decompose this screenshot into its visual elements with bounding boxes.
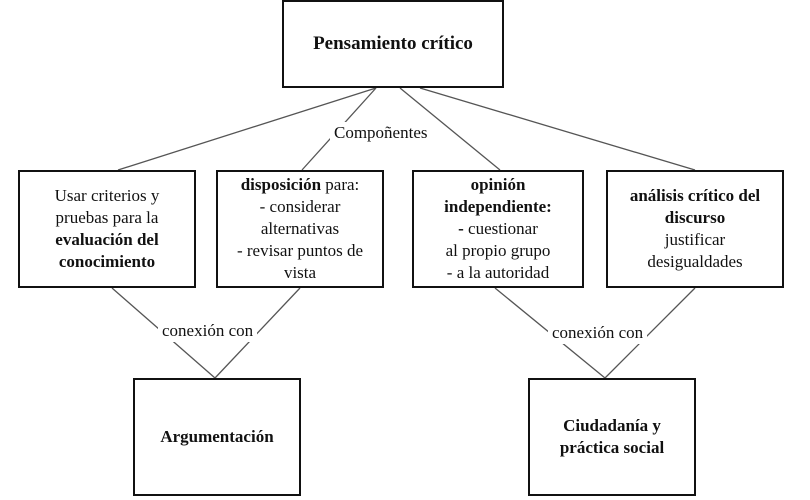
component-box-opinion: opinión independiente: - cuestionar al p… bbox=[412, 170, 584, 288]
c2-rest: para: bbox=[321, 175, 360, 194]
c3-line1: opinión bbox=[470, 175, 526, 194]
c1-line3: evaluación del bbox=[55, 230, 159, 249]
component-box-disposition: disposición para: - considerar alternati… bbox=[216, 170, 384, 288]
c4-line1: análisis crítico del bbox=[629, 186, 761, 205]
c4-line3: justificar bbox=[664, 230, 726, 249]
connector-c4-right bbox=[604, 287, 696, 379]
outcome-box-citizenship: Ciudadanía y práctica social bbox=[528, 378, 696, 496]
outcome-box-argumentation: Argumentación bbox=[133, 378, 301, 496]
outcome-right-line1: Ciudadanía y bbox=[563, 416, 661, 435]
c4-line4: desigualdades bbox=[647, 252, 743, 271]
connector-root-c3 bbox=[399, 87, 501, 171]
outcome-right-line2: práctica social bbox=[559, 438, 665, 457]
component-box-discourse: análisis crítico del discurso justificar… bbox=[606, 170, 784, 288]
c2-line1: disposición para: bbox=[241, 174, 360, 196]
connection-label-left: conexión con bbox=[158, 320, 258, 342]
c3-line3: - cuestionar bbox=[458, 218, 538, 240]
c3-line4: al propio grupo bbox=[445, 241, 551, 260]
c2-line3: alternativas bbox=[260, 219, 340, 238]
c1-line1: Usar criterios y bbox=[54, 186, 160, 205]
c3-line3-rest: cuestionar bbox=[463, 219, 538, 238]
root-box: Pensamiento crítico bbox=[282, 0, 504, 88]
c1-line4: conocimiento bbox=[58, 252, 156, 271]
c2-bold: disposición bbox=[240, 175, 322, 194]
c4-line2: discurso bbox=[664, 208, 726, 227]
connection-label-right: conexión con bbox=[548, 322, 648, 344]
c3-line5: - a la autoridad bbox=[446, 263, 550, 282]
root-title: Pensamiento crítico bbox=[313, 33, 473, 54]
outcome-left-line1: Argumentación bbox=[160, 427, 274, 446]
connector-root-c1 bbox=[117, 87, 377, 171]
component-box-criteria: Usar criterios y pruebas para la evaluac… bbox=[18, 170, 196, 288]
c2-line2: - considerar bbox=[259, 197, 341, 216]
c1-line2: pruebas para la bbox=[55, 208, 159, 227]
c2-line4: - revisar puntos de bbox=[236, 241, 364, 260]
connector-root-c4 bbox=[419, 87, 696, 171]
c2-line5: vista bbox=[283, 263, 317, 282]
c3-line2: independiente: bbox=[444, 197, 552, 216]
components-label: Compoñentes bbox=[330, 122, 432, 144]
c3-dash: - bbox=[458, 219, 464, 238]
connector-c2-left bbox=[214, 287, 301, 379]
